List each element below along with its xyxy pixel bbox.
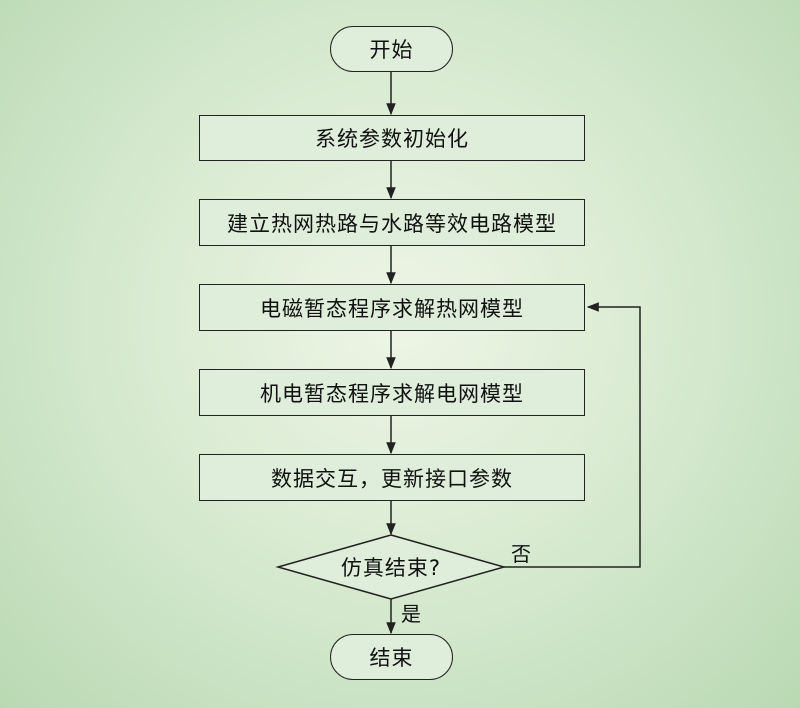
step-2-label: 建立热网热路与水路等效电路模型 bbox=[227, 211, 557, 236]
end-node: 结束 bbox=[330, 634, 453, 680]
step-1-label: 系统参数初始化 bbox=[315, 127, 469, 151]
decision-node: 仿真结束? bbox=[300, 548, 482, 586]
step-1-box: 系统参数初始化 bbox=[199, 115, 585, 161]
arrow-no-loop bbox=[504, 302, 641, 568]
step-4-box: 机电暂态程序求解电网模型 bbox=[199, 369, 585, 416]
start-node: 开始 bbox=[330, 26, 453, 72]
no-branch-label: 否 bbox=[511, 542, 531, 566]
step-5-box: 数据交互，更新接口参数 bbox=[199, 454, 585, 501]
step-3-box: 电磁暂态程序求解热网模型 bbox=[199, 284, 585, 331]
step-5-label: 数据交互，更新接口参数 bbox=[271, 466, 513, 491]
step-2-box: 建立热网热路与水路等效电路模型 bbox=[199, 199, 585, 246]
yes-branch-label: 是 bbox=[401, 602, 421, 626]
start-label: 开始 bbox=[369, 38, 414, 62]
step-3-label: 电磁暂态程序求解热网模型 bbox=[260, 296, 524, 321]
step-4-label: 机电暂态程序求解电网模型 bbox=[260, 381, 524, 406]
decision-label: 仿真结束? bbox=[340, 556, 442, 580]
end-label: 结束 bbox=[369, 646, 414, 670]
